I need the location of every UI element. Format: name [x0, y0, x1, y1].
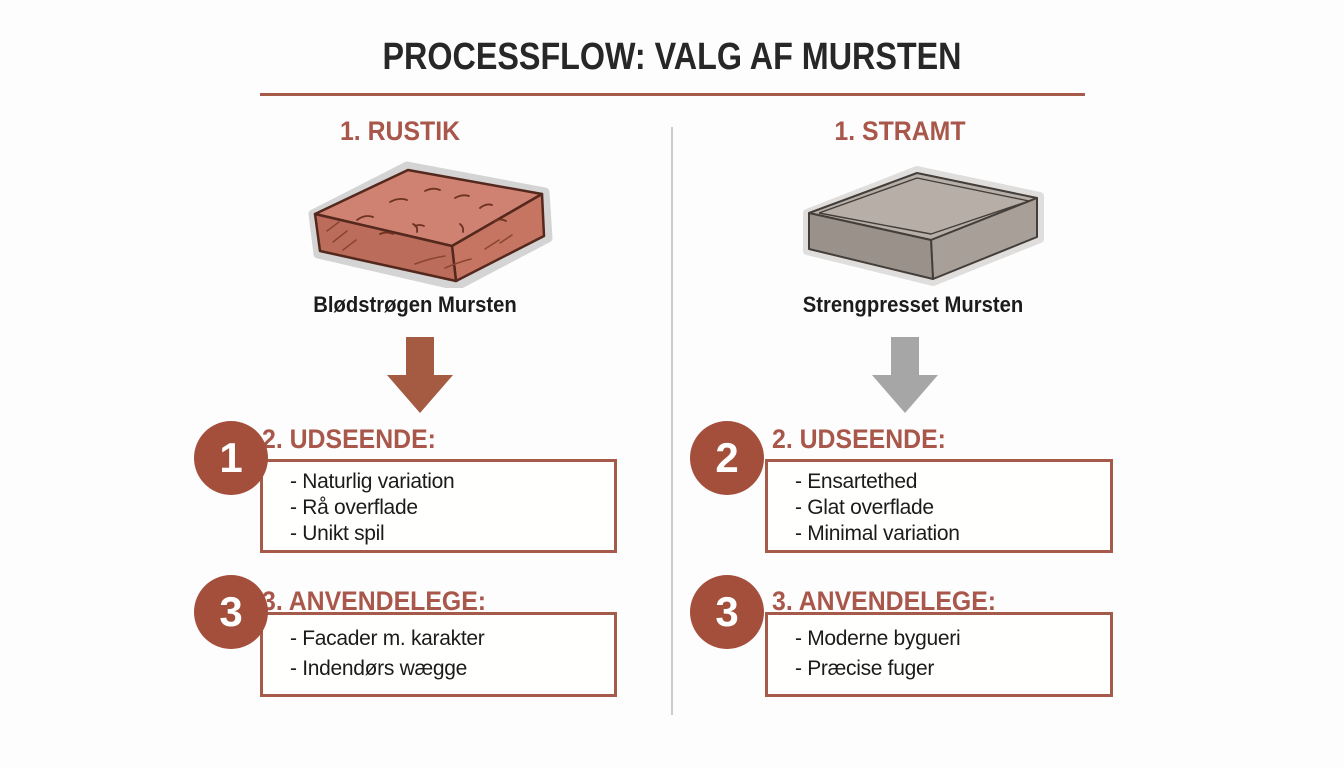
title-underline: [260, 93, 1085, 96]
list-item: - Facader m. karakter: [290, 627, 485, 650]
step-badge: 3: [194, 575, 268, 649]
section-heading: 3. ANVENDELEGE:: [262, 586, 487, 616]
list-item: - Minimal variation: [795, 522, 960, 545]
page-title: PROCESSFLOW: VALG AF MURSTEN: [382, 36, 962, 78]
brick-label: Blødstrøgen Mursten: [313, 292, 517, 317]
down-arrow-icon: [387, 337, 453, 413]
column-header-stramt: 1. STRAMT: [834, 116, 966, 146]
list-item: - Rå overflade: [290, 496, 418, 519]
section-heading: 2. UDSEENDE:: [262, 424, 436, 454]
list-item: - Naturlig variation: [290, 470, 455, 493]
list-item: - Moderne bygueri: [795, 627, 961, 650]
section-heading: 3. ANVENDELEGE:: [772, 586, 997, 616]
list-box: - Naturlig variation - Rå overflade - Un…: [260, 459, 617, 553]
list-box: - Moderne bygueri - Præcise fuger: [765, 612, 1113, 697]
brick-label: Strengpresset Mursten: [802, 292, 1024, 317]
down-arrow-icon: [872, 337, 938, 413]
list-item: - Ensartethed: [795, 470, 918, 493]
list-box: - Ensartethed - Glat overflade - Minimal…: [765, 459, 1113, 553]
step-badge: 2: [690, 421, 764, 495]
rustic-brick-illustration: [295, 146, 560, 288]
step-badge: 3: [690, 575, 764, 649]
list-item: - Unikt spil: [290, 522, 385, 545]
pressed-brick-illustration: [795, 156, 1050, 288]
list-box: - Facader m. karakter - Indendørs wægge: [260, 612, 617, 697]
step-badge: 1: [194, 421, 268, 495]
column-header-rustik: 1. RUSTIK: [339, 116, 461, 146]
column-divider: [671, 127, 673, 715]
section-heading: 2. UDSEENDE:: [772, 424, 946, 454]
list-item: - Præcise fuger: [795, 657, 935, 680]
list-item: - Glat overflade: [795, 496, 934, 519]
list-item: - Indendørs wægge: [290, 657, 467, 680]
